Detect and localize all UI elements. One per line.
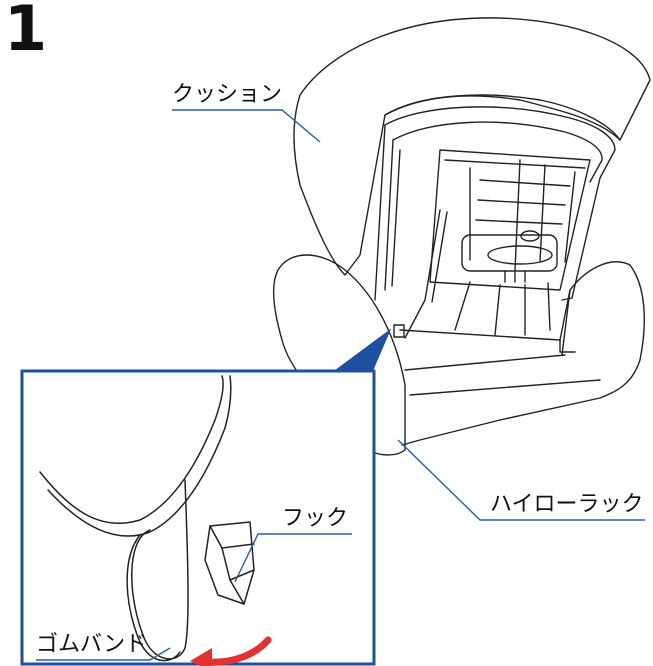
callout-frame <box>20 369 376 666</box>
cushion-inner-edge <box>384 94 621 141</box>
seat-base <box>399 261 646 446</box>
leader-rubber-band <box>36 647 171 661</box>
step-number: 1 <box>4 0 48 65</box>
detail-rubber-band <box>131 479 189 660</box>
leader-high-low-rack <box>397 439 645 521</box>
callout-pointer <box>334 328 392 373</box>
detail-cushion-edge <box>39 375 224 524</box>
direction-arrow <box>201 636 272 666</box>
backrest-frame-inner <box>392 121 603 183</box>
high-low-rack-body <box>273 254 406 456</box>
label-cushion: クッション <box>172 82 283 107</box>
label-rubber-band: ゴムバンド <box>36 632 148 657</box>
leader-hook <box>234 533 352 583</box>
backrest-frame-outer <box>384 106 616 301</box>
label-hook: フック <box>282 506 349 531</box>
cushion-outline <box>293 17 651 276</box>
buckle-plate <box>461 234 558 272</box>
leader-cushion <box>172 109 321 143</box>
seat-panel <box>429 149 591 291</box>
label-high-low-rack: ハイローラック <box>490 492 644 517</box>
